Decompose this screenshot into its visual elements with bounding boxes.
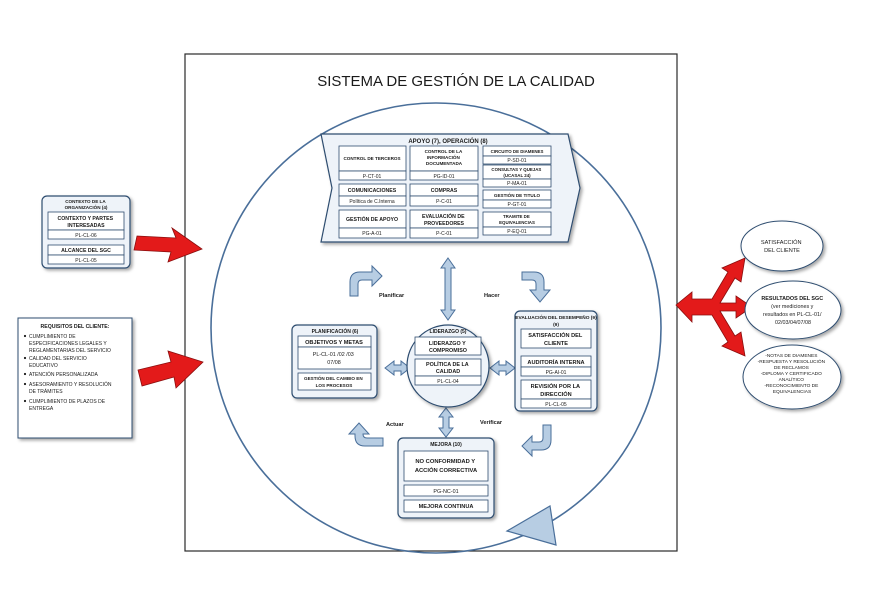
svg-text:REVISIÓN POR LA DIRECCIÓ: REVISIÓN POR LA DIRECCIÓN: [531, 382, 582, 398]
svg-text:CONTEXTO Y PARTES INTERE: CONTEXTO Y PARTES INTERESADAS: [58, 216, 115, 229]
apoyo-cell-code: P-EQ-01: [507, 229, 527, 235]
apoyo-cell: GESTIÓN DE TITULO P-GT-01: [482, 189, 552, 209]
label-hacer: Hacer: [484, 293, 500, 299]
svg-text:EVALUACIÓN DE PROVEEDORE: EVALUACIÓN DE PROVEEDORES: [422, 212, 466, 227]
nota-line: DE RECLAMOS: [774, 365, 809, 371]
output-resultados: RESULTADOS DEL SGC (ver mediciones y res…: [744, 280, 842, 340]
nota-line: -NOTAS DE DIAMENES: [765, 353, 817, 359]
svg-text:LIDERAZGO Y COMPROMISO: LIDERAZGO Y COMPROMISO: [429, 341, 467, 354]
evaluacion-code2: PG-AI-01: [546, 370, 567, 376]
mejora-header: MEJORA (10): [430, 442, 462, 448]
output-notas: -NOTAS DE DIAMENES -RESPUESTA Y RESOLUCI…: [742, 344, 842, 410]
svg-text:SATISFACCIÓN DEL CLIENTE: SATISFACCIÓN DEL CLIENTE: [528, 331, 583, 347]
planificacion-header: PLANIFICACIÓN (6): [312, 327, 359, 335]
apoyo-cell: EVALUACIÓN DE PROVEEDORES P-C-01: [409, 209, 479, 239]
apoyo-cell-label: GESTIÓN DE TITULO: [494, 191, 541, 198]
evaluacion-block: EVALUACIÓN DEL DESEMPEÑO (9) (9) SATISFA…: [514, 310, 598, 412]
mejora-block: MEJORA (10) NO CONFORMIDAD Y ACCIÓN CORR…: [397, 437, 495, 519]
actuar-arrow: [347, 422, 384, 447]
mejora-item2: MEJORA CONTINUA: [419, 504, 474, 510]
label-actuar: Actuar: [386, 422, 405, 428]
evaluacion-code3: PL-CL-05: [545, 402, 567, 408]
apoyo-cell-code: P-C-01: [436, 199, 452, 205]
svg-text:PL-CL-01 /02 /03 07/08: PL-CL-01 /02 /03 07/08: [313, 352, 356, 366]
svg-text:CONTROL DE LA INFORMACIÓ: CONTROL DE LA INFORMACIÓN DOCUMENTADA: [425, 149, 464, 166]
nota-line: -RECONOCIMIENTO DE: [764, 383, 818, 389]
process-circle: [210, 102, 662, 554]
red-arrow-contexto: [133, 226, 203, 263]
label-verificar: Verificar: [480, 420, 503, 426]
mejora-code1: PG-NC-01: [433, 489, 458, 495]
label-planificar: Planificar: [379, 293, 405, 299]
apoyo-cell-code: P-CT-01: [363, 174, 382, 180]
contexto-code1: PL-CL-06: [75, 233, 97, 239]
apoyo-cell-label: CONTROL DE TERCEROS: [343, 156, 400, 161]
liderazgo-header: LIDERAZGO (5): [430, 329, 467, 335]
apoyo-cell-label: GESTIÓN DE APOYO: [346, 215, 398, 223]
svg-text:NO CONFORMIDAD Y ACCIÓN: NO CONFORMIDAD Y ACCIÓN CORRECTIVA: [415, 459, 478, 474]
apoyo-header: APOYO (7), OPERACIÓN (8): [408, 137, 487, 145]
svg-text:TRAMITE DE EQUIVALENCIAS: TRAMITE DE EQUIVALENCIAS: [499, 214, 535, 225]
svg-text:-NOTAS DE DIAMENES -RESP: -NOTAS DE DIAMENES -RESPUESTA Y RESOLUCI…: [758, 353, 827, 395]
apoyo-cell: CONSULTAS Y QUEJAS (UCASAL 24) P-MA-01: [482, 164, 552, 188]
apoyo-cell: GESTIÓN DE APOYO PG-A-01: [338, 209, 407, 239]
planificacion-block: PLANIFICACIÓN (6) OBJETIVOS Y METAS PL-C…: [291, 324, 378, 399]
apoyo-cell: COMUNICACIONES Política de C.Interna: [338, 183, 407, 207]
svg-text:GESTIÓN DEL CAMBIO EN LO: GESTIÓN DEL CAMBIO EN LOS PROCESOS: [304, 374, 364, 388]
apoyo-cell-label: COMUNICACIONES: [348, 188, 397, 194]
apoyo-cell: CONTROL DE TERCEROS P-CT-01: [338, 145, 407, 181]
requisitos-header: REQUISITOS DEL CLIENTE:: [41, 324, 110, 330]
apoyo-cell: CONTROL DE LA INFORMACIÓN DOCUMENTADA PG…: [409, 145, 479, 181]
apoyo-cell: CIRCUITO DE DIAMENES P-SD-01: [482, 145, 552, 165]
circle-arrowhead: [505, 505, 557, 546]
output-satisfaccion: SATISFACCIÓN DEL CLIENTE: [740, 220, 824, 272]
contexto-item2: ALCANCE DEL SGC: [61, 248, 111, 254]
double-arrow-top: [440, 257, 456, 321]
liderazgo-block: LIDERAZGO (5) LIDERAZGO Y COMPROMISO POL…: [406, 324, 490, 408]
svg-text:POLÍTICA DE LA CALIDAD: POLÍTICA DE LA CALIDAD: [426, 360, 470, 375]
requisito-item: ATENCIÓN PERSONALIZADA: [29, 371, 98, 378]
svg-text:CONTEXTO DE LA ORGANIZAC: CONTEXTO DE LA ORGANIZACIÓN (4): [65, 199, 108, 210]
apoyo-cell-code: PG-ID-01: [433, 174, 454, 180]
apoyo-cell-label: COMPRAS: [431, 188, 458, 194]
nota-line: EQUIVALENCIAS: [773, 389, 811, 395]
contexto-block: CONTEXTO DE LA ORGANIZACIÓN (4) CONTEXTO…: [41, 195, 131, 269]
evaluacion-item2: AUDITORÍA INTERNA: [527, 358, 584, 366]
contexto-code2: PL-CL-05: [75, 258, 97, 264]
red-arrow-requisitos: [137, 350, 204, 389]
apoyo-cell-code: P-GT-01: [508, 202, 527, 208]
svg-text:RESULTADOS DEL SGC (ver: RESULTADOS DEL SGC (ver mediciones y res…: [761, 296, 824, 326]
planificar-arrow: [349, 264, 383, 297]
apoyo-cell-code: Política de C.Interna: [349, 199, 395, 205]
nota-line: -DIPLOMA Y CERTIFICADO: [761, 371, 822, 377]
apoyo-cell-code: P-C-01: [436, 231, 452, 237]
apoyo-cell-code: P-MA-01: [507, 181, 527, 187]
apoyo-cell-code: P-SD-01: [507, 158, 526, 164]
page-title: SISTEMA DE GESTIÓN DE LA CALIDAD: [317, 73, 595, 90]
nota-line: -RESPUESTA Y RESOLUCIÓN: [758, 358, 826, 365]
svg-text:SATISFACCIÓN DEL CLIENTE: SATISFACCIÓN DEL CLIENTE: [761, 239, 803, 254]
double-arrow-bottom: [437, 407, 455, 438]
apoyo-cell: COMPRAS P-C-01: [409, 183, 479, 207]
liderazgo-code: PL-CL-04: [437, 379, 459, 385]
svg-text:(9): (9): [553, 322, 559, 328]
svg-text:CONSULTAS Y QUEJAS (UCAS: CONSULTAS Y QUEJAS (UCASAL 24): [491, 167, 542, 178]
nota-line: ANALÍTICO: [779, 376, 805, 383]
verificar-arrow: [521, 424, 552, 458]
evaluacion-header: EVALUACIÓN DEL DESEMPEÑO (9): [515, 313, 597, 321]
planificacion-item: OBJETIVOS Y METAS: [305, 340, 363, 346]
red-arrow-outputs: [675, 257, 753, 357]
apoyo-cell-label: CIRCUITO DE DIAMENES: [491, 149, 544, 154]
hacer-arrow: [521, 271, 552, 303]
apoyo-cell: TRAMITE DE EQUIVALENCIAS P-EQ-01: [482, 211, 552, 236]
apoyo-cell-code: PG-A-01: [362, 231, 382, 237]
